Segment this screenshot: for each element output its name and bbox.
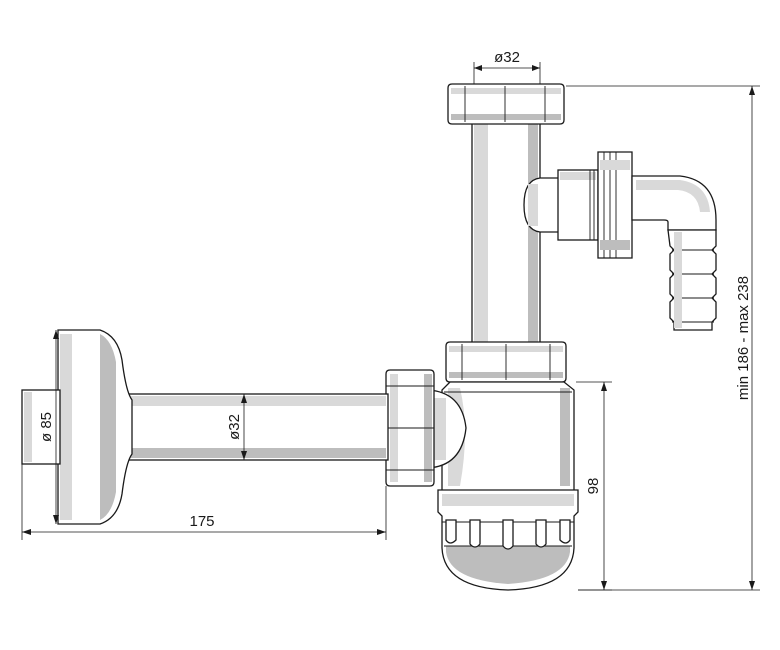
- hose-barb: [667, 229, 717, 331]
- dimension-top-diameter: ø32: [473, 49, 541, 84]
- top-diameter-label: ø32: [494, 49, 520, 66]
- dimension-overall-height: min 186 - max 238: [566, 85, 760, 591]
- wall-flange: [21, 329, 133, 525]
- horizontal-outlet-pipe: [127, 393, 389, 461]
- lower-ring-nut: [445, 341, 567, 383]
- bottle-cap: [437, 489, 579, 591]
- appliance-connector: [523, 151, 717, 331]
- flange-diameter-label: ø 85: [38, 412, 55, 442]
- dimension-bottle-height: 98: [576, 381, 612, 591]
- outlet-union-nut: [385, 369, 467, 487]
- pipe-diameter-label: ø32: [226, 414, 243, 440]
- top-ring-nut: [447, 83, 565, 125]
- dimension-flange-diameter: ø 85: [38, 330, 59, 524]
- horizontal-length-label: 175: [189, 513, 214, 530]
- vertical-inlet-pipe: [471, 117, 541, 351]
- overall-height-label: min 186 - max 238: [735, 276, 752, 400]
- dimension-pipe-diameter: ø32: [226, 394, 247, 460]
- dimension-horizontal-length: 175: [21, 464, 387, 540]
- bottle-height-label: 98: [585, 478, 602, 495]
